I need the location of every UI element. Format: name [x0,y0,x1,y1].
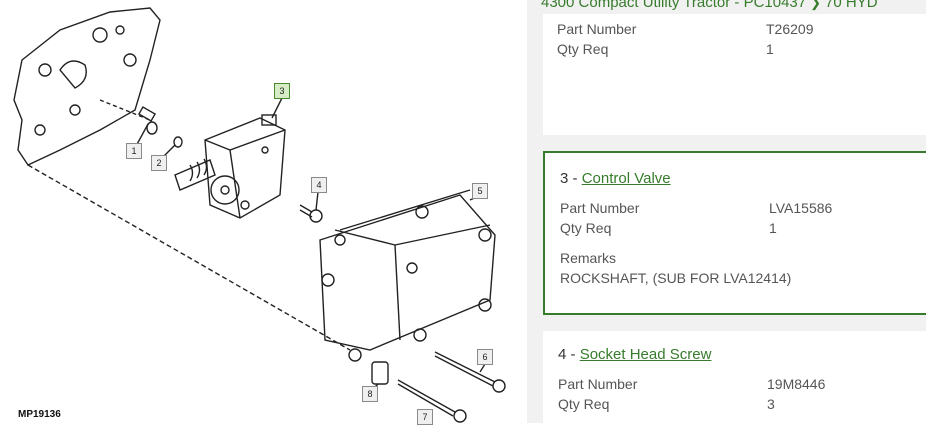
qty-value: 1 [769,220,777,236]
callout-3[interactable]: 3 [274,83,290,99]
qty-value: 3 [767,396,775,412]
parts-diagram: 1 2 3 4 5 6 7 8 MP19136 [13,7,506,425]
part-title-link[interactable]: Socket Head Screw [579,346,712,363]
part-title-link[interactable]: Control Valve [581,170,671,187]
callout-1[interactable]: 1 [126,143,142,159]
part-number-label: Part Number [560,200,640,216]
remarks-value: ROCKSHAFT, (SUB FOR LVA12414) [560,270,792,286]
breadcrumb-item-model[interactable]: 4300 Compact Utility Tractor - PC10437 [541,0,807,11]
qty-label: Qty Req [560,220,612,236]
chevron-right-icon: ❯ [810,0,822,10]
qty-label: Qty Req [557,41,609,57]
part-card: Part Number T26209 Qty Req 1 [543,14,926,135]
diagram-image-label: MP19136 [18,409,61,420]
part-card-control-valve[interactable]: 3 - Control Valve Part Number LVA15586 Q… [543,151,926,315]
callout-8[interactable]: 8 [362,386,378,402]
parts-list-panel: 4300 Compact Utility Tractor - PC10437❯7… [527,0,926,423]
breadcrumb: 4300 Compact Utility Tractor - PC10437❯7… [541,0,878,11]
part-title: 4 - Socket Head Screw [558,346,711,363]
callout-2[interactable]: 2 [151,155,167,171]
part-number-value: 19M8446 [767,376,826,392]
part-number-value: T26209 [766,21,814,37]
part-card-socket-head-screw[interactable]: 4 - Socket Head Screw Part Number 19M844… [543,331,926,423]
callout-4[interactable]: 4 [311,177,327,193]
callout-5[interactable]: 5 [472,183,488,199]
qty-label: Qty Req [558,396,610,412]
part-number-label: Part Number [558,376,638,392]
part-number-label: Part Number [557,21,637,37]
breadcrumb-item-section[interactable]: 70 HYD [825,0,878,11]
qty-value: 1 [766,41,774,57]
callout-6[interactable]: 6 [477,349,493,365]
remarks-label: Remarks [560,250,617,266]
exploded-view-drawing [13,7,506,423]
part-index: 3 - [560,170,582,187]
part-number-value: LVA15586 [769,200,833,216]
part-title: 3 - Control Valve [560,170,671,187]
part-index: 4 - [558,346,580,363]
